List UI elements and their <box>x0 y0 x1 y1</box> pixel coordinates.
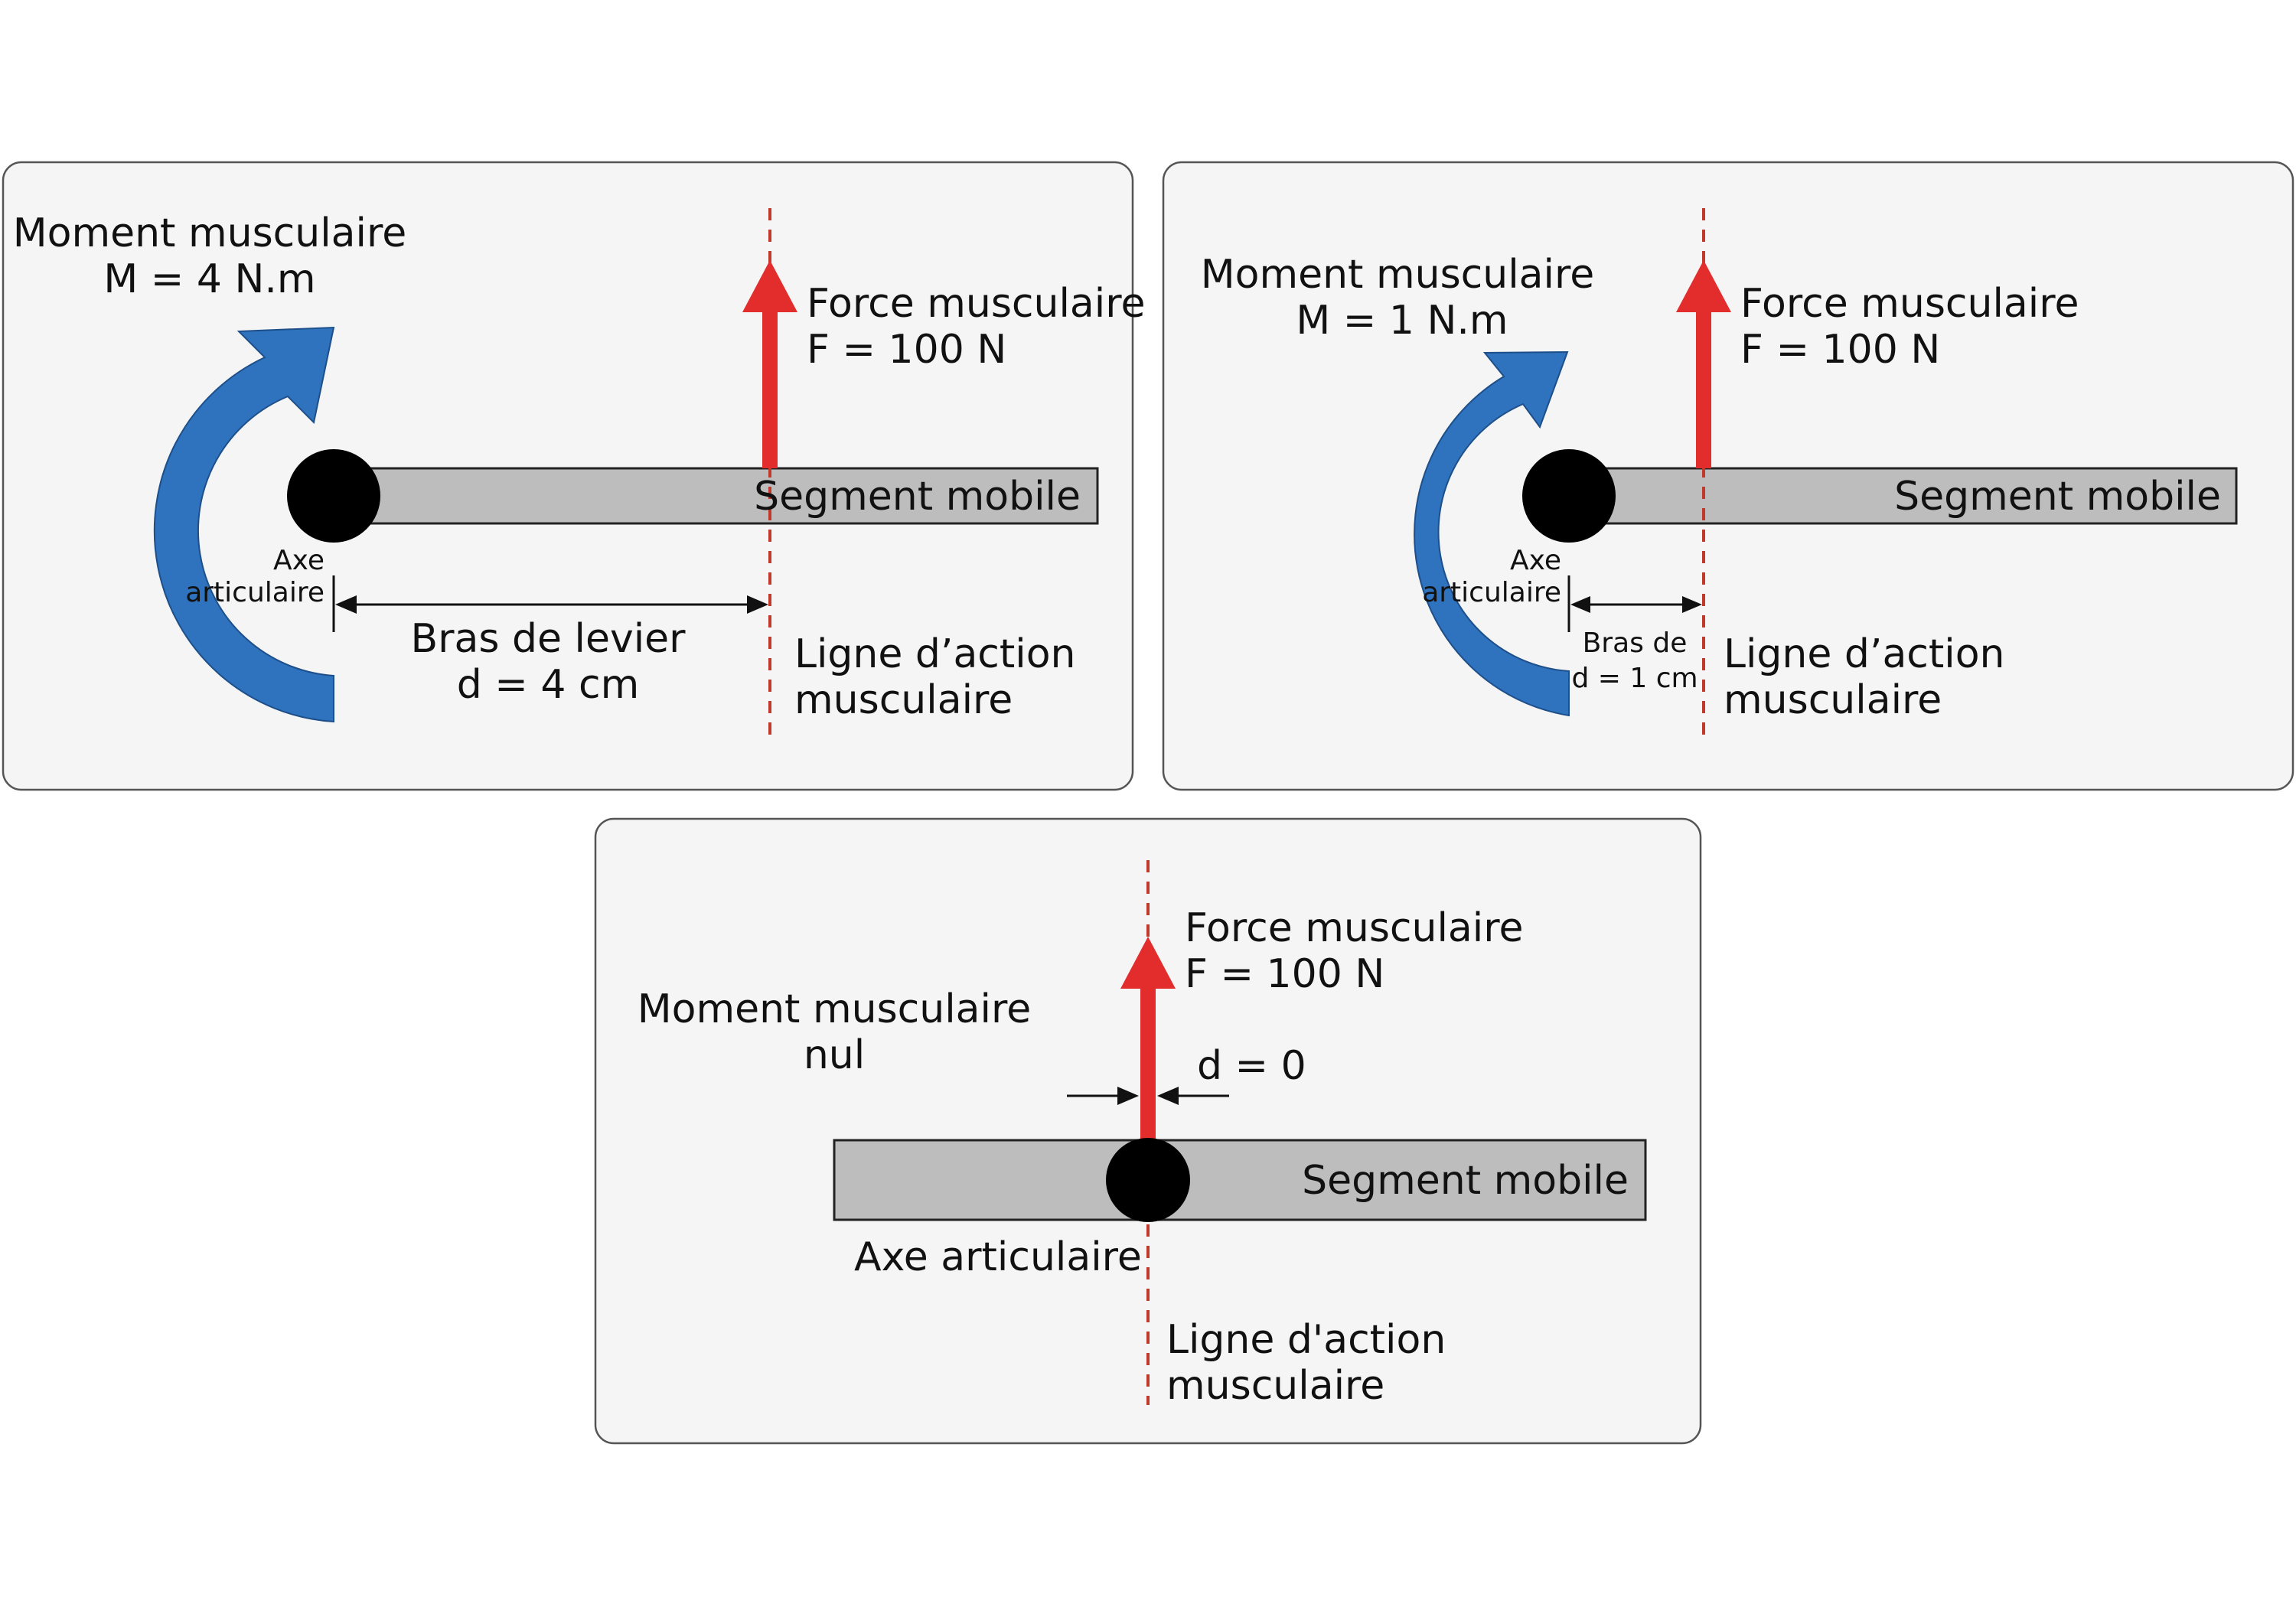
axis-label-2a: Axe <box>1510 545 1561 576</box>
force-arrow-2 <box>1676 260 1731 468</box>
panel-1: Moment musculaire M = 4 N.m Force muscul… <box>2 161 1145 791</box>
action-label-2b: musculaire <box>1724 677 1942 723</box>
force-value-1: F = 100 N <box>807 327 1006 373</box>
axis-label-2b: articulaire <box>1422 577 1561 608</box>
moment-value-1: M = 4 N.m <box>103 256 315 302</box>
moment-title-2: Moment musculaire <box>1201 252 1594 298</box>
force-arrow-1 <box>742 260 797 468</box>
force-value-2: F = 100 N <box>1740 327 1940 373</box>
action-label-3a: Ligne d'action <box>1166 1317 1446 1363</box>
moment-arrow-1 <box>153 326 335 723</box>
joint-axis-2 <box>1522 449 1616 543</box>
segment-label-2: Segment mobile <box>1894 474 2221 520</box>
force-title-1: Force musculaire <box>807 281 1145 327</box>
force-arrow-3 <box>1120 937 1176 1140</box>
lever-arrowhead-left-2 <box>1570 596 1590 613</box>
moment-value-3: nul <box>804 1032 865 1078</box>
axis-label-1b: articulaire <box>185 577 325 608</box>
moment-value-2: M = 1 N.m <box>1296 298 1508 344</box>
force-title-2: Force musculaire <box>1740 281 2079 327</box>
segment-label-1: Segment mobile <box>754 474 1081 520</box>
distance-label-3: d = 0 <box>1197 1043 1306 1089</box>
axis-label-1a: Axe <box>273 545 325 576</box>
segment-label-3: Segment mobile <box>1302 1158 1629 1204</box>
panel-2: Moment musculaire M = 1 N.m Force muscul… <box>1162 161 2294 791</box>
panel-3: Moment musculaire nul Force musculaire F… <box>594 817 1702 1445</box>
zero-arrowhead-right-3 <box>1157 1087 1179 1105</box>
lever-arrowhead-right-2 <box>1682 596 1702 613</box>
lever-label-2b: d = 1 cm <box>1571 663 1698 694</box>
force-value-3: F = 100 N <box>1185 951 1384 997</box>
segment-bar-1 <box>332 467 1099 525</box>
lever-label-1b: d = 4 cm <box>457 662 640 708</box>
segment-bar-3 <box>833 1139 1647 1221</box>
action-label-2a: Ligne d’action <box>1724 631 2005 677</box>
lever-arrowhead-left-1 <box>335 595 357 614</box>
lever-label-1a: Bras de levier <box>410 616 686 662</box>
zero-arrowhead-left-3 <box>1117 1087 1139 1105</box>
action-label-1a: Ligne d’action <box>794 631 1076 677</box>
lever-arrowhead-right-1 <box>747 595 768 614</box>
moment-arrow-2 <box>1414 350 1570 717</box>
joint-axis-1 <box>287 449 380 543</box>
action-label-1b: musculaire <box>794 677 1013 723</box>
lever-label-2a: Bras de <box>1583 627 1688 659</box>
action-label-3b: musculaire <box>1166 1363 1384 1409</box>
moment-title-3: Moment musculaire <box>638 986 1031 1032</box>
moment-title-1: Moment musculaire <box>13 210 406 256</box>
force-title-3: Force musculaire <box>1185 905 1523 951</box>
axis-label-3: Axe articulaire <box>854 1234 1142 1280</box>
joint-axis-3 <box>1106 1138 1190 1222</box>
